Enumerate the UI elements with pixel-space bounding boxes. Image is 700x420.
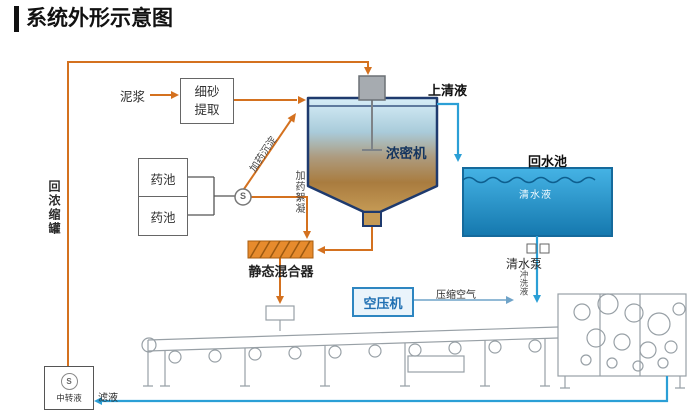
press-rollers: [141, 337, 542, 364]
air-compressor-box: 空压机: [352, 287, 414, 317]
transfer-pump-symbol: S: [66, 376, 72, 386]
compressed-air-label: 压缩空气: [436, 290, 476, 301]
return-pool-label: 回水池: [528, 154, 568, 169]
orange-pipes: [67, 61, 373, 366]
transfer-tank-box: S 中转液: [44, 366, 94, 410]
underflow-pipe: [325, 226, 373, 251]
belt-filter-press: [141, 293, 687, 389]
return-pool: [462, 167, 613, 237]
compressed-air-line: [410, 296, 514, 304]
slurry-label: 泥浆: [120, 90, 146, 104]
thickener-tank: [306, 75, 439, 227]
return-thickener-label: 回浓缩罐: [47, 180, 61, 236]
return-line-pipe: [67, 61, 369, 366]
filtrate-label: 滤液: [98, 393, 118, 404]
clear-water-pump-label: 清水泵: [506, 257, 543, 271]
mixer-hatch: [249, 240, 311, 259]
supernatant-pipe: [437, 102, 460, 154]
dosing-floc-label: 加药絮凝: [293, 170, 304, 214]
page-title: 系统外形示意图: [14, 6, 173, 32]
press-right-section: [557, 293, 687, 389]
press-frame: [143, 305, 559, 387]
sand-extraction-label: 细砂提取: [194, 84, 220, 117]
supernatant-label: 上清液: [428, 83, 468, 98]
dosing-pump-symbol: S: [240, 191, 247, 201]
press-feed-hopper: [265, 305, 295, 321]
pool-wave: [462, 176, 596, 184]
transfer-pump-icon: S: [60, 372, 78, 390]
chem-tank-a: 药池: [138, 158, 188, 198]
pump-valve-icons: [526, 243, 550, 254]
blue-pipes: [102, 102, 669, 403]
thickener-label: 浓密机: [386, 146, 427, 161]
sand-extraction-box: 细砂提取: [180, 78, 234, 124]
agitator-shaft: [362, 100, 382, 151]
tank-outlet: [362, 211, 382, 227]
dosing-floc-pipe: [251, 196, 308, 231]
static-mixer-label: 静态混合器: [248, 264, 314, 279]
dosing-settle-pipe: [243, 119, 292, 190]
chem-tank-b: 药池: [138, 196, 188, 236]
flush-liquid-label: 冲洗液: [519, 270, 529, 296]
press-tray: [407, 355, 465, 373]
tank-motor: [358, 75, 386, 101]
orange-arrowheads: [171, 67, 372, 304]
filtrate-pipe: [102, 376, 669, 403]
clear-water-label: 清水液: [519, 190, 552, 201]
chem-connector-lines: [186, 176, 235, 216]
transfer-tank-label: 中转液: [56, 392, 82, 403]
dosing-pump-icon: [234, 188, 252, 206]
static-mixer-body: [247, 240, 314, 259]
blue-arrowheads: [94, 154, 541, 405]
